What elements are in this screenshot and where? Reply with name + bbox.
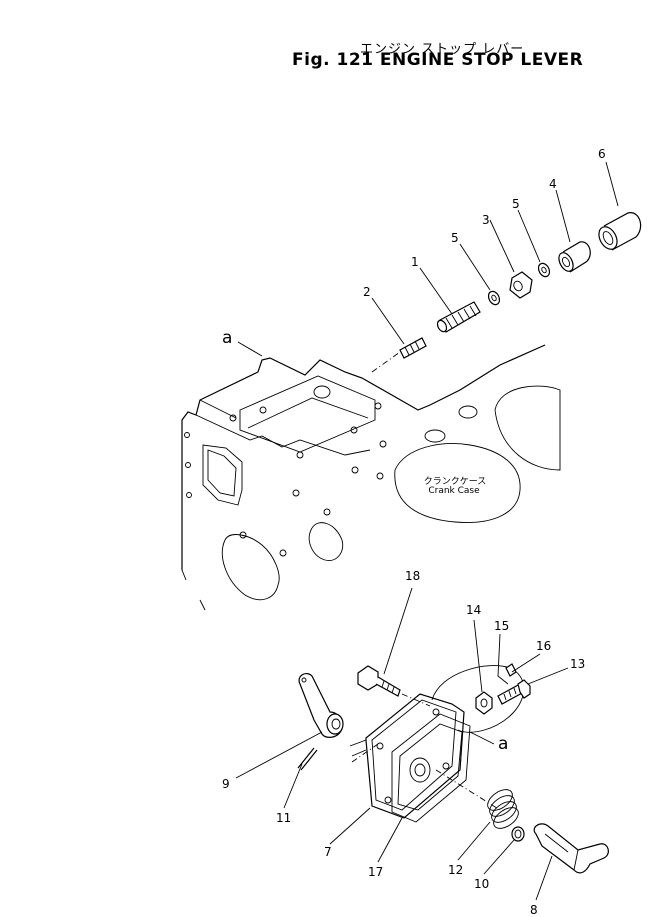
reference-mark-a-lower: a [498,734,509,754]
callout-17: 17 [368,865,384,879]
part-4-bushing [558,241,591,273]
callout-10: 10 [474,877,490,891]
leader-lines [235,161,619,901]
part-9-lever [298,672,344,738]
part-7-housing [349,693,465,819]
reference-mark-a-upper: a [222,328,233,348]
engine-block [181,344,561,611]
part-13-bolt [497,679,531,705]
part-5-washer-left [487,290,501,306]
callout-14: 14 [466,603,482,617]
part-8-shaft [533,823,609,874]
callout-6: 6 [598,147,606,161]
callout-1: 1 [411,255,419,269]
callout-5-right: 5 [512,197,520,211]
part-11-pin [297,747,315,769]
part-18-bolt [357,665,401,697]
callout-2: 2 [363,285,371,299]
part-12-spring [487,789,519,829]
callout-3: 3 [482,213,490,227]
callout-11: 11 [276,811,292,825]
figure-title-japanese: エンジン ストップ レバー [360,42,525,57]
part-6-sleeve [598,212,642,251]
part-16-plug [505,663,517,677]
part-2-stud [399,337,427,359]
part-10-ring [511,826,525,842]
callout-16: 16 [536,639,552,653]
callout-8: 8 [530,903,538,917]
callout-7: 7 [324,845,332,859]
part-1-threaded-pin [436,301,481,333]
part-14-nut [475,691,493,715]
callout-4: 4 [549,177,557,191]
callout-15: 15 [494,619,510,633]
crank-case-label-japanese: クランクケース [423,477,487,487]
part-3-nut [509,271,533,299]
figure-title: Fig. 121 ENGINE STOP LEVER [292,50,584,70]
callout-9: 9 [222,777,230,791]
callout-12: 12 [448,863,464,877]
part-5-washer-right [537,262,551,278]
callout-5-left: 5 [451,231,459,245]
part-17-gasket [391,713,471,823]
callout-13: 13 [570,657,586,671]
callout-18: 18 [405,569,421,583]
crank-case-label: Crank Case [428,486,480,496]
